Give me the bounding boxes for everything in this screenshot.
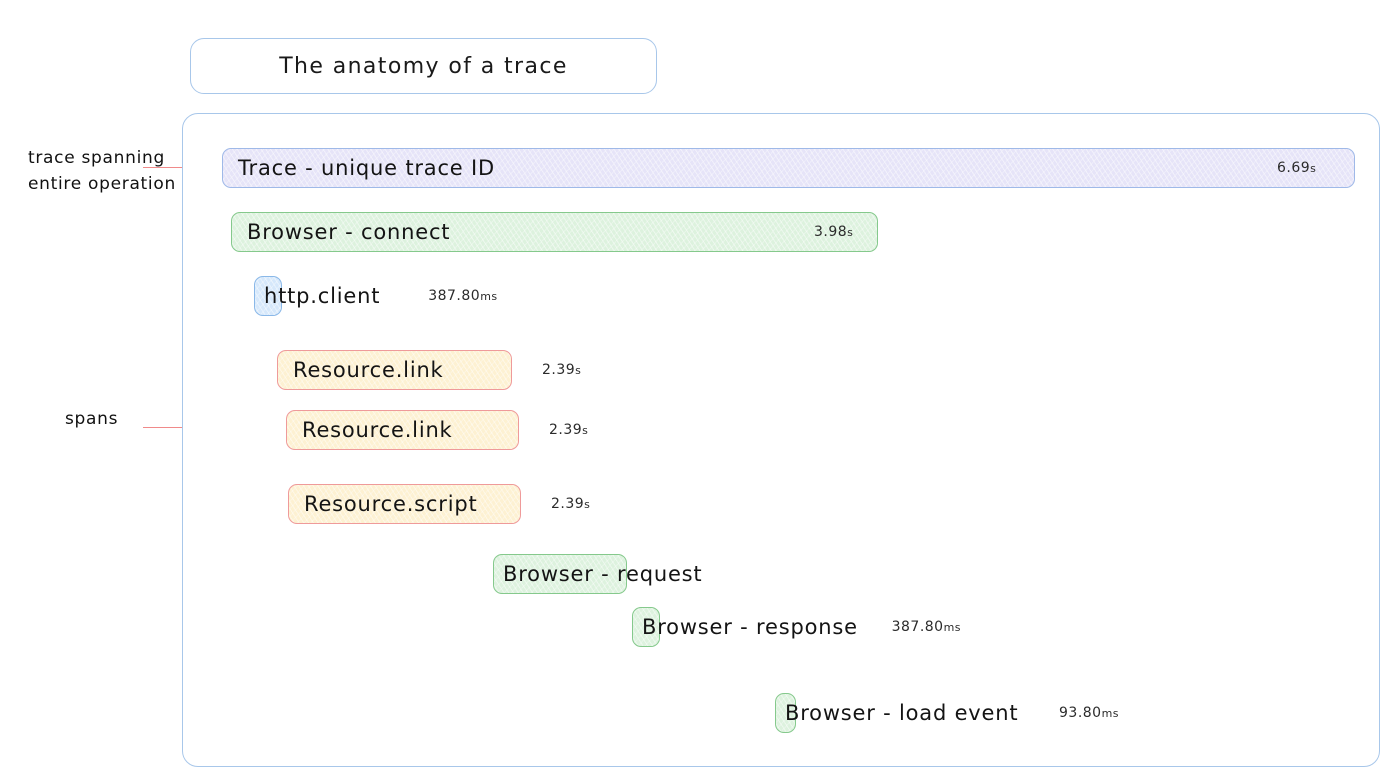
annotation-spans: spans bbox=[65, 409, 119, 429]
span-bar[interactable] bbox=[277, 350, 512, 390]
span-name: Trace - unique trace ID bbox=[238, 156, 495, 180]
span-name: Browser - connect bbox=[247, 220, 451, 244]
span-name: http.client bbox=[264, 284, 381, 308]
span-bar[interactable] bbox=[632, 607, 660, 647]
span-name: Browser - request bbox=[503, 562, 703, 586]
span-name: Browser - response bbox=[642, 615, 858, 639]
span-bar[interactable] bbox=[775, 693, 796, 733]
span-name: Resource.script bbox=[304, 492, 478, 516]
title-box: The anatomy of a trace bbox=[190, 38, 657, 94]
span-bar[interactable] bbox=[286, 410, 519, 450]
span-bar[interactable] bbox=[231, 212, 878, 252]
span-name: Browser - load event bbox=[785, 701, 1019, 725]
span-bar[interactable] bbox=[254, 276, 282, 316]
page-title: The anatomy of a trace bbox=[279, 53, 568, 79]
span-row[interactable]: Browser - request bbox=[493, 554, 1400, 594]
leader-line-spans bbox=[143, 427, 213, 428]
span-bar[interactable] bbox=[222, 148, 1355, 188]
leader-line-trace bbox=[143, 167, 209, 168]
span-name: Resource.link bbox=[302, 418, 453, 442]
span-bar[interactable] bbox=[493, 554, 627, 594]
span-name: Resource.link bbox=[293, 358, 444, 382]
annotation-trace-spanning: trace spanning entire operation bbox=[28, 148, 176, 194]
span-bar[interactable] bbox=[288, 484, 521, 524]
